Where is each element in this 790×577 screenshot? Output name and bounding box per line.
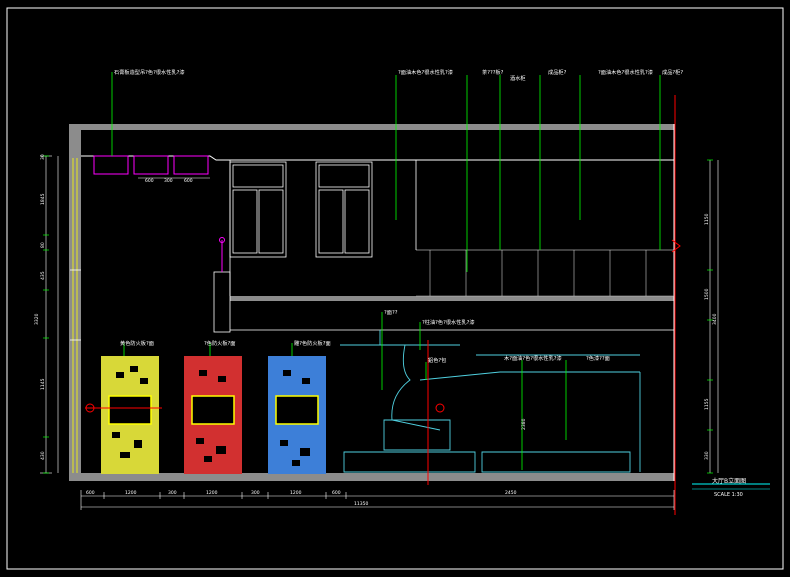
drawing-title: 大厅B立面图 [712, 477, 746, 485]
callout-label: 雕?色防火板?面 [294, 339, 331, 347]
stair-counter [340, 330, 641, 473]
dimension-text: 1200 [290, 490, 302, 496]
dimension-text: 1500 [704, 288, 710, 300]
title-block: 大厅B立面图 SCALE 1:30 [692, 477, 770, 498]
window-left [229, 161, 287, 258]
callout-label: 石膏板造型吊?色?很水性乳?漆 [114, 68, 185, 76]
dimension-text: 300 [164, 178, 173, 184]
floor-slab [69, 473, 674, 481]
mezzanine-railing [416, 249, 674, 297]
dimension-text: 1845 [40, 193, 46, 205]
dimension-text: 435 [40, 271, 46, 280]
dimension-text: 1200 [125, 490, 137, 496]
section-marker [85, 403, 95, 413]
dimension-text: 1145 [40, 378, 46, 390]
column [213, 271, 231, 333]
dimension-text: 3320 [34, 313, 40, 325]
panel-red [184, 356, 242, 474]
panel-yellow [101, 356, 159, 474]
panel-blue [268, 356, 326, 474]
section-marker [435, 403, 445, 413]
dimension-text: 600 [184, 178, 193, 184]
dimension-total: 11350 [354, 501, 368, 507]
dimension-text: 430 [40, 451, 46, 460]
dimension-text: 330 [704, 451, 710, 460]
callout-label: 黄色防火板?面 [120, 339, 154, 347]
left-wall [69, 124, 81, 481]
callout-label: 木?面油?色?很水性乳?漆 [504, 354, 562, 362]
ceiling-light-box [93, 155, 129, 175]
callout-label: 鋁色?包 [428, 356, 446, 364]
callout-label: 茶???板? [482, 68, 504, 76]
building-section [69, 124, 675, 481]
drawing-border [6, 7, 784, 570]
dimension-text: 80 [40, 242, 46, 248]
dimension-text: 1150 [704, 213, 710, 225]
callout-label: 酒水柜 [510, 74, 526, 82]
dimension-text: 600 [145, 178, 154, 184]
dimension-text: 1155 [704, 398, 710, 410]
dimension-text: 30 [40, 154, 46, 160]
dimension-text: 1200 [206, 490, 218, 496]
mezzanine-slab [230, 296, 674, 301]
callout-label: ?色漆??面 [586, 354, 610, 362]
callout-label: 成品柜? [548, 68, 567, 76]
dimension-text: 2450 [505, 490, 517, 496]
leader-lines [111, 72, 661, 470]
dimension-ticks [43, 155, 713, 474]
dimension-stair: 2380 [521, 418, 527, 430]
dimension-text: 300 [168, 490, 177, 496]
dimension-text: 3400 [712, 313, 718, 325]
dimension-text: 600 [332, 490, 341, 496]
callout-label: ?柱油?色?很水性乳?漆 [422, 318, 475, 326]
drawing-scale: SCALE 1:30 [714, 492, 743, 498]
callout-label: 成品?柜? [662, 68, 683, 76]
callout-label: ?面油木色?很水性乳?漆 [398, 68, 453, 76]
ceiling-light-box [133, 155, 169, 175]
ceiling-light-box [173, 155, 209, 175]
dimension-text: 600 [86, 490, 95, 496]
callout-label: ?面?? [384, 309, 398, 316]
dimension-text: 300 [251, 490, 260, 496]
window-right [315, 161, 373, 258]
ceiling-slab [69, 124, 674, 130]
callout-label: ?色防火板?面 [204, 339, 235, 347]
callout-label: ?面油木色?很水性乳?漆 [598, 68, 653, 76]
